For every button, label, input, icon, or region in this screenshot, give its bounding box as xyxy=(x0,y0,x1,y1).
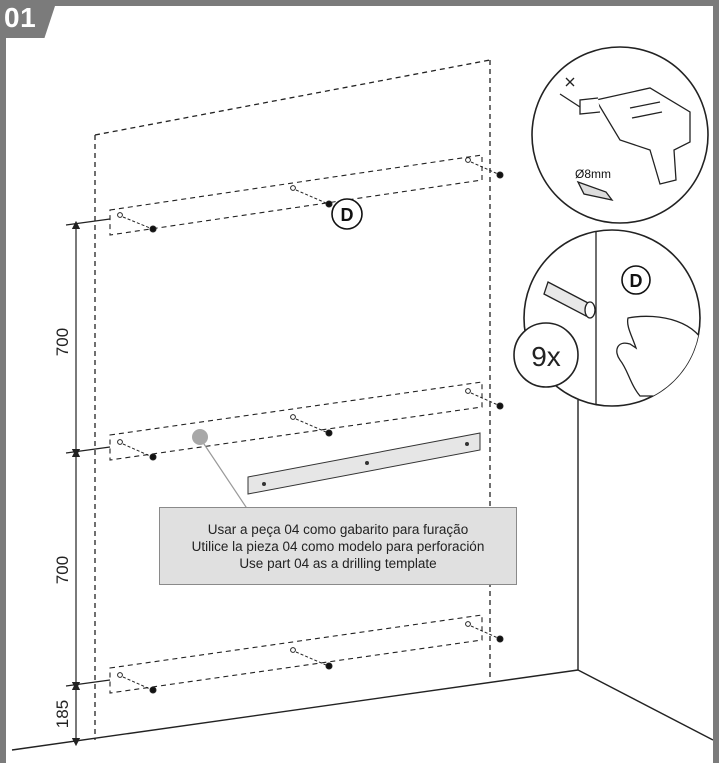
frame-right-border xyxy=(713,0,719,763)
drilling-template-part-04 xyxy=(247,432,481,495)
fixing-label-d-text: D xyxy=(341,205,354,225)
frame-top-border xyxy=(0,0,719,6)
quantity-label: 9x xyxy=(531,341,561,372)
room-outline xyxy=(11,400,714,751)
frame-left-border xyxy=(0,0,6,763)
dimension-label-185: 185 xyxy=(53,700,72,728)
drilling-template-note: Usar a peça 04 como gabarito para furaçã… xyxy=(159,507,517,585)
screw-markers xyxy=(117,157,504,694)
step-number: 01 xyxy=(4,2,37,33)
drill-detail-circle: Ø8mm xyxy=(531,46,709,224)
rail-outline-middle xyxy=(109,381,483,461)
cabinet-outline xyxy=(94,59,491,740)
quantity-badge: 9x xyxy=(513,322,579,388)
note-line-portuguese: Usar a peça 04 como gabarito para furaçã… xyxy=(207,521,469,537)
rail-outline-bottom xyxy=(109,614,483,694)
fixing-label-d: D xyxy=(331,198,363,230)
dimension-label-700-lower: 700 xyxy=(53,556,72,584)
dimension-label-700-upper: 700 xyxy=(53,328,72,356)
note-line-spanish: Utilice la pieza 04 como modelo para per… xyxy=(191,538,485,554)
dowel-label-d: D xyxy=(630,271,643,291)
callout-leader xyxy=(192,429,249,511)
note-line-english: Use part 04 as a drilling template xyxy=(239,555,437,571)
dimension-lines xyxy=(65,218,111,747)
rail-outline-top xyxy=(109,154,483,236)
drill-bit-size-label: Ø8mm xyxy=(575,167,611,181)
